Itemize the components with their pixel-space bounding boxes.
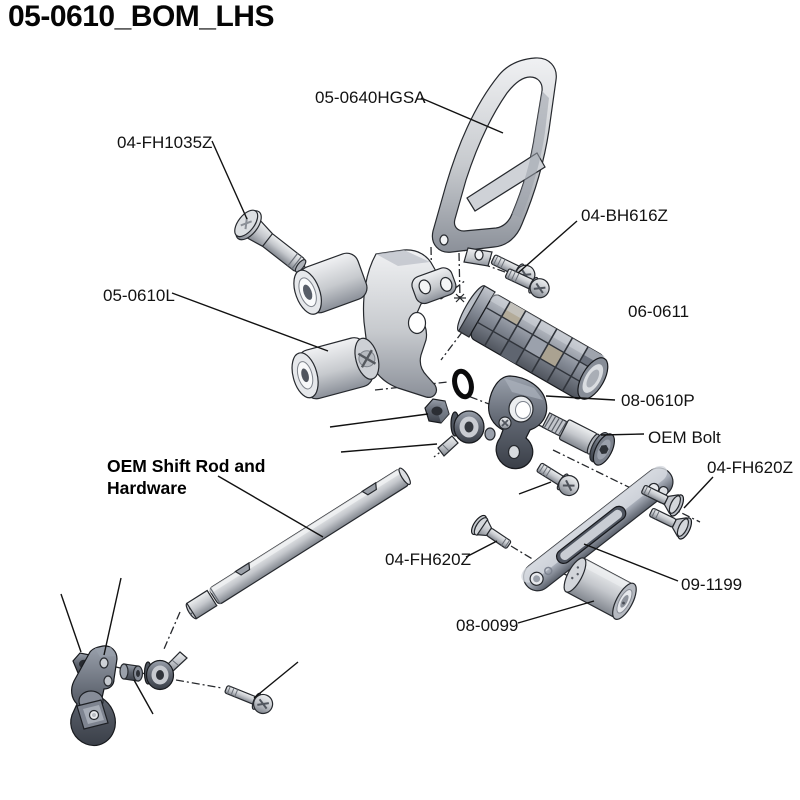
- rod-end-bearing-lower: [143, 651, 188, 691]
- rod-end-bearing-upper: [437, 410, 485, 457]
- label-04-FH620Z-right: 04-FH620Z: [707, 458, 793, 477]
- footpeg-06-0611: [456, 285, 609, 400]
- part-labels: 05-0640HGSA 04-FH1035Z 05-0610L 04-BH616…: [103, 88, 793, 635]
- label-04-FH620Z-lower: 04-FH620Z: [385, 550, 471, 569]
- main-bracket-05-0610L: [291, 249, 457, 400]
- label-oem-shift-rod-line2: Hardware: [107, 478, 187, 498]
- label-05-0640HGSA: 05-0640HGSA: [315, 88, 426, 107]
- label-09-1199: 09-1199: [681, 575, 742, 594]
- bushing-spacer: [119, 663, 144, 682]
- shift-arm-08-0610P: [484, 375, 548, 470]
- label-05-0610L: 05-0610L: [103, 286, 175, 305]
- hex-nut-upper: [424, 398, 450, 424]
- flat-head-screw-04-FH1035Z: [234, 209, 307, 273]
- label-06-0611: 06-0611: [628, 302, 689, 321]
- spacer-cylinder-08-0099: [563, 557, 637, 620]
- star-marker: [454, 293, 466, 303]
- leader-lines: [60, 97, 714, 715]
- o-ring: [452, 368, 474, 400]
- label-04-FH1035Z: 04-FH1035Z: [117, 133, 212, 152]
- label-oem-bolt: OEM Bolt: [648, 428, 721, 447]
- button-head-screw-lower: [224, 685, 274, 715]
- flat-head-screws-04-FH620Z-right: [641, 485, 693, 540]
- shift-shaft-bracket: [70, 645, 118, 747]
- shift-lever-09-1199: [521, 465, 674, 592]
- label-04-BH616Z: 04-BH616Z: [581, 206, 668, 225]
- label-08-0099: 08-0099: [456, 616, 518, 635]
- label-oem-shift-rod-line1: OEM Shift Rod and: [107, 456, 265, 476]
- pan-head-screw: [536, 462, 580, 497]
- page-title: 05-0610_BOM_LHS: [8, 0, 274, 33]
- button-head-bolts-04-BH616Z: [490, 254, 550, 299]
- oem-shift-rod: [185, 467, 411, 620]
- oem-shoulder-bolt: [541, 412, 616, 466]
- flat-head-screw-04-FH620Z-lower: [470, 514, 512, 549]
- heel-guard-bracket: [431, 57, 557, 267]
- label-08-0610P: 08-0610P: [621, 391, 695, 410]
